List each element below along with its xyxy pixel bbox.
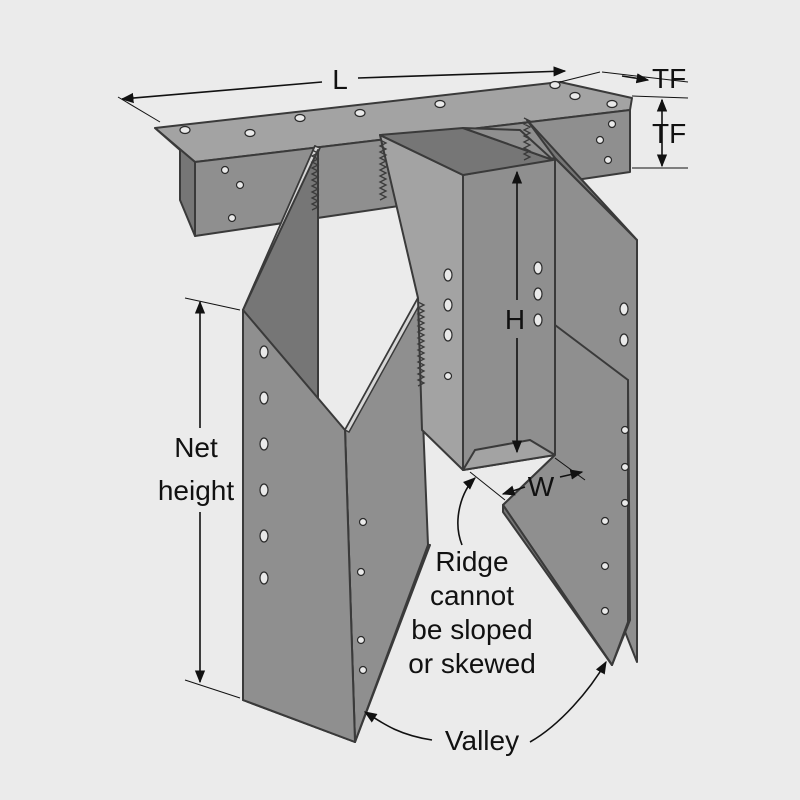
left-holes	[259, 345, 368, 675]
label-height: H	[505, 304, 525, 335]
label-ridge-line2: cannot	[430, 580, 514, 611]
weld-marks	[310, 117, 532, 387]
label-width: W	[528, 471, 555, 502]
right-seat	[502, 119, 638, 666]
diagram-labels: L TF TF H W Net height Ridge cannot be s…	[158, 63, 686, 756]
label-valley: Valley	[445, 725, 519, 756]
left-seat	[242, 145, 431, 743]
label-length: L	[332, 64, 348, 95]
label-ridge-line1: Ridge	[435, 546, 508, 577]
label-ridge-line4: or skewed	[408, 648, 536, 679]
label-top-flange-height: TF	[652, 118, 686, 149]
ridge-holes	[443, 261, 543, 381]
label-net-height-line2: height	[158, 475, 235, 506]
ridge-channel	[379, 127, 556, 471]
right-holes	[600, 302, 630, 616]
dimension-lines	[117, 66, 689, 743]
label-top-flange-thickness: TF	[652, 63, 686, 94]
label-ridge-line3: be sloped	[411, 614, 532, 645]
label-net-height-line1: Net	[174, 432, 218, 463]
top-flange-holes	[179, 80, 618, 223]
